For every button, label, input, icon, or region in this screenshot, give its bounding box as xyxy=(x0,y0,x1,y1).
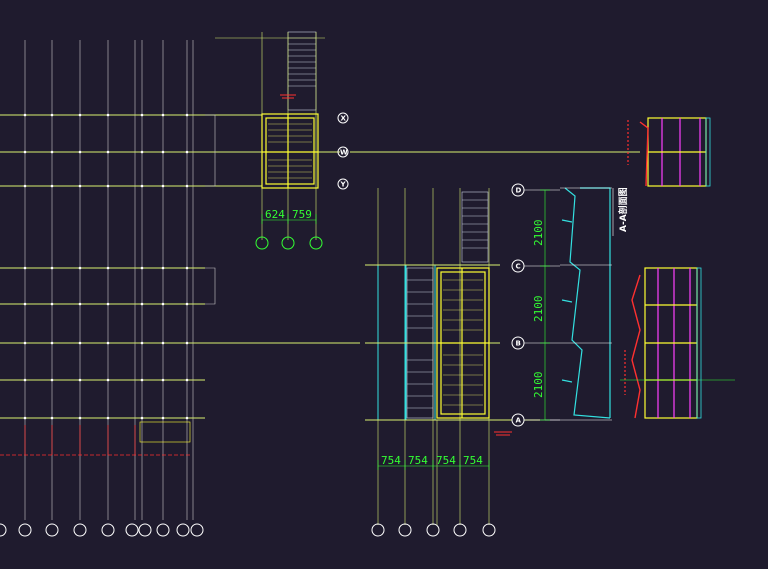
top-bubbles-bottom xyxy=(255,236,323,250)
grid-bubble xyxy=(138,523,152,537)
center-structure xyxy=(436,267,490,419)
grid-bubble xyxy=(190,523,204,537)
dim-row-3: 2100 xyxy=(532,372,545,399)
right-section-top xyxy=(627,117,711,187)
grid-bubble xyxy=(125,523,139,537)
dim-bottom-1: 754 xyxy=(381,454,401,467)
center-cyan-outlines xyxy=(377,264,436,421)
grid-bubble xyxy=(45,523,59,537)
right-section-bottom xyxy=(620,267,735,419)
left-plan xyxy=(24,40,194,520)
grid-bubble xyxy=(0,523,7,537)
dim-row-2: 2100 xyxy=(532,296,545,323)
left-plan-beams xyxy=(0,114,360,419)
dim-bottom-4: 754 xyxy=(463,454,483,467)
section-levels xyxy=(545,187,612,421)
section-title: A-A剖面图 xyxy=(617,187,629,232)
center-red-mark xyxy=(494,431,512,436)
dim-top-2: 759 xyxy=(292,208,312,221)
dim-top-1: 624 xyxy=(265,208,285,221)
grid-label-b: B xyxy=(516,340,521,348)
left-grid-bubbles xyxy=(0,523,204,537)
grid-label-w: W xyxy=(340,149,348,157)
top-red-mark xyxy=(280,94,296,99)
grid-bubble xyxy=(156,523,170,537)
grid-label-a: A xyxy=(516,417,522,425)
grid-label-d: D xyxy=(516,187,522,195)
top-structure xyxy=(261,113,319,189)
grid-bubble xyxy=(398,523,412,537)
grid-label-c: C xyxy=(516,263,521,271)
top-dim-line xyxy=(261,214,317,224)
grid-bubble xyxy=(176,523,190,537)
grid-bubble xyxy=(309,236,323,250)
grid-bubble xyxy=(426,523,440,537)
grid-label-y: Y xyxy=(340,181,347,189)
center-bubbles-bottom xyxy=(371,523,496,537)
grid-bubble-a xyxy=(511,413,525,427)
grid-bubble xyxy=(337,146,349,158)
grid-label-x: X xyxy=(341,115,347,123)
top-structure-hatch xyxy=(268,123,312,179)
grid-bubble xyxy=(18,523,32,537)
dim-bottom-3: 754 xyxy=(436,454,456,467)
dim-row-1: 2100 xyxy=(532,220,545,247)
grid-bubble xyxy=(482,523,496,537)
center-stairs xyxy=(406,191,489,419)
grid-bubble xyxy=(255,236,269,250)
grid-bubble xyxy=(453,523,467,537)
grid-bubble xyxy=(281,236,295,250)
top-bubbles-right: X W Y xyxy=(337,112,349,190)
grid-bubble xyxy=(337,178,349,190)
grid-bubble xyxy=(371,523,385,537)
left-red-row xyxy=(0,425,190,456)
center-dim-line xyxy=(377,460,490,470)
center-columns xyxy=(377,188,490,525)
grid-bubble-c xyxy=(511,259,525,273)
grid-bubble xyxy=(337,112,349,124)
center-structure-hatch xyxy=(443,279,483,406)
dim-bottom-2: 754 xyxy=(408,454,428,467)
section-dim-vertical xyxy=(540,189,550,421)
grid-bubble xyxy=(73,523,87,537)
left-node-dots xyxy=(23,113,189,420)
section-elevation xyxy=(561,187,611,419)
grid-bubble xyxy=(101,523,115,537)
left-outline xyxy=(205,114,216,305)
grid-bubble-d xyxy=(511,183,525,197)
grid-bubble-b xyxy=(511,336,525,350)
row-grid: D C B A xyxy=(511,183,560,427)
left-red-detail xyxy=(139,421,191,443)
